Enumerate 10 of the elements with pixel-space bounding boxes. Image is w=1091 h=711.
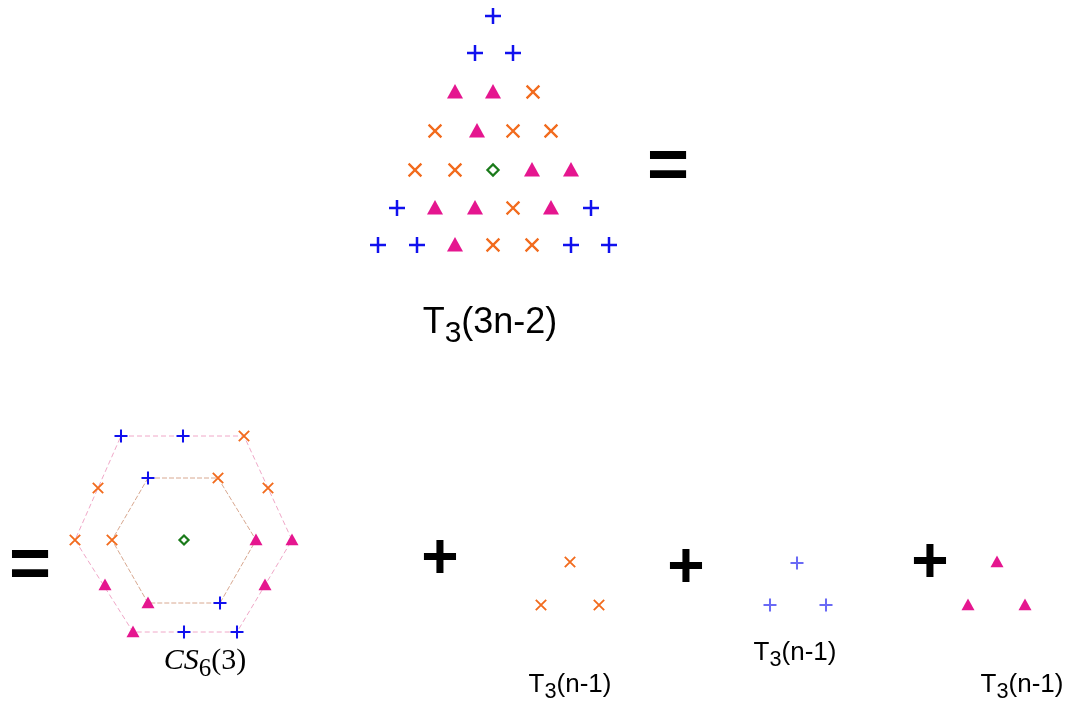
equals-sign: =	[9, 526, 51, 598]
formula-label: T$_{3}$(n-1)	[980, 670, 1064, 702]
formula-label: T$_{3}$(n-1)	[528, 670, 612, 702]
plus-sign: +	[667, 533, 705, 597]
equals-sign: =	[647, 127, 689, 199]
formula-label: T$_{3}$(3n-2)	[422, 303, 558, 347]
plus-sign: +	[911, 528, 949, 592]
formula-label: T$_{3}$(n-1)	[753, 638, 837, 670]
plus-sign: +	[421, 524, 459, 588]
formula-label: CS$_{6}$(3)	[163, 644, 247, 680]
